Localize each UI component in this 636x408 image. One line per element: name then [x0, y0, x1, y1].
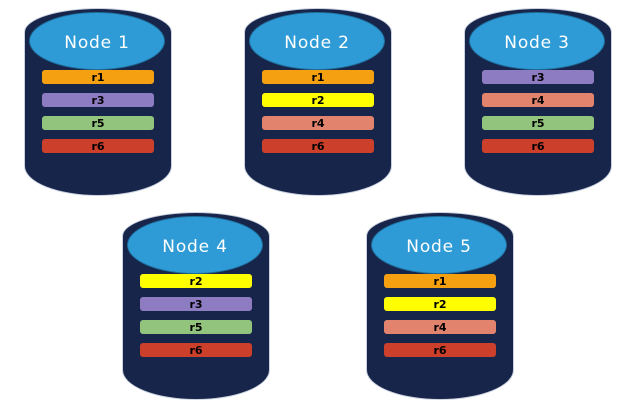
node-cylinder[interactable]: Node 5 r1 r2 r4 r6 — [366, 212, 514, 400]
replica-label: r6 — [433, 343, 447, 357]
replica-label: r1 — [311, 70, 325, 84]
replica-stack: r1 r3 r5 r6 — [24, 70, 172, 153]
replica-label: r6 — [91, 139, 105, 153]
replica-stack: r1 r2 r4 r6 — [244, 70, 392, 153]
node-label: Node 1 — [64, 32, 130, 53]
replica-label: r1 — [91, 70, 105, 84]
replica-bar[interactable]: r5 — [140, 320, 252, 334]
replica-bar[interactable]: r1 — [384, 274, 496, 288]
replica-stack: r3 r4 r5 r6 — [464, 70, 612, 153]
replica-bar[interactable]: r6 — [262, 139, 374, 153]
replica-bar[interactable]: r6 — [384, 343, 496, 357]
cylinder-top-ellipse: Node 3 — [469, 12, 605, 70]
replica-stack: r1 r2 r4 r6 — [366, 274, 514, 357]
cylinder-top-ellipse: Node 4 — [127, 216, 263, 274]
cylinder-top-ellipse: Node 5 — [371, 216, 507, 274]
replica-label: r6 — [189, 343, 203, 357]
node-cylinder[interactable]: Node 2 r1 r2 r4 r6 — [244, 8, 392, 196]
replica-label: r6 — [311, 139, 325, 153]
replica-label: r3 — [91, 93, 105, 107]
node-label: Node 5 — [406, 236, 472, 257]
replica-label: r2 — [311, 93, 325, 107]
node-row-bottom: Node 4 r2 r3 r5 r6 Node 5 r1 r2 r4 r6 — [0, 212, 636, 400]
replica-bar[interactable]: r5 — [42, 116, 154, 130]
replica-label: r6 — [531, 139, 545, 153]
replica-bar[interactable]: r2 — [140, 274, 252, 288]
replica-bar[interactable]: r5 — [482, 116, 594, 130]
replica-label: r4 — [311, 116, 325, 130]
node-label: Node 4 — [162, 236, 228, 257]
replica-label: r1 — [433, 274, 447, 288]
node-row-top: Node 1 r1 r3 r5 r6 Node 2 r1 r2 r4 r6 Node 3 r3 r4 r5… — [0, 8, 636, 196]
replica-bar[interactable]: r1 — [42, 70, 154, 84]
replica-label: r5 — [531, 116, 545, 130]
replica-label: r3 — [189, 297, 203, 311]
cylinder-top-ellipse: Node 1 — [29, 12, 165, 70]
replica-label: r4 — [531, 93, 545, 107]
replica-label: r3 — [531, 70, 545, 84]
node-cylinder[interactable]: Node 4 r2 r3 r5 r6 — [122, 212, 270, 400]
replica-bar[interactable]: r6 — [42, 139, 154, 153]
replica-bar[interactable]: r3 — [482, 70, 594, 84]
node-label: Node 3 — [504, 32, 570, 53]
replica-bar[interactable]: r2 — [384, 297, 496, 311]
cylinder-top-ellipse: Node 2 — [249, 12, 385, 70]
node-cylinder[interactable]: Node 3 r3 r4 r5 r6 — [464, 8, 612, 196]
replica-stack: r2 r3 r5 r6 — [122, 274, 270, 357]
node-label: Node 2 — [284, 32, 350, 53]
replica-bar[interactable]: r6 — [140, 343, 252, 357]
replica-label: r5 — [91, 116, 105, 130]
replica-bar[interactable]: r3 — [140, 297, 252, 311]
replica-bar[interactable]: r1 — [262, 70, 374, 84]
replica-bar[interactable]: r4 — [482, 93, 594, 107]
replica-label: r4 — [433, 320, 447, 334]
replica-bar[interactable]: r6 — [482, 139, 594, 153]
replica-bar[interactable]: r4 — [384, 320, 496, 334]
replica-bar[interactable]: r4 — [262, 116, 374, 130]
replica-bar[interactable]: r2 — [262, 93, 374, 107]
node-cylinder[interactable]: Node 1 r1 r3 r5 r6 — [24, 8, 172, 196]
replica-label: r5 — [189, 320, 203, 334]
replica-bar[interactable]: r3 — [42, 93, 154, 107]
replica-label: r2 — [189, 274, 203, 288]
replica-label: r2 — [433, 297, 447, 311]
